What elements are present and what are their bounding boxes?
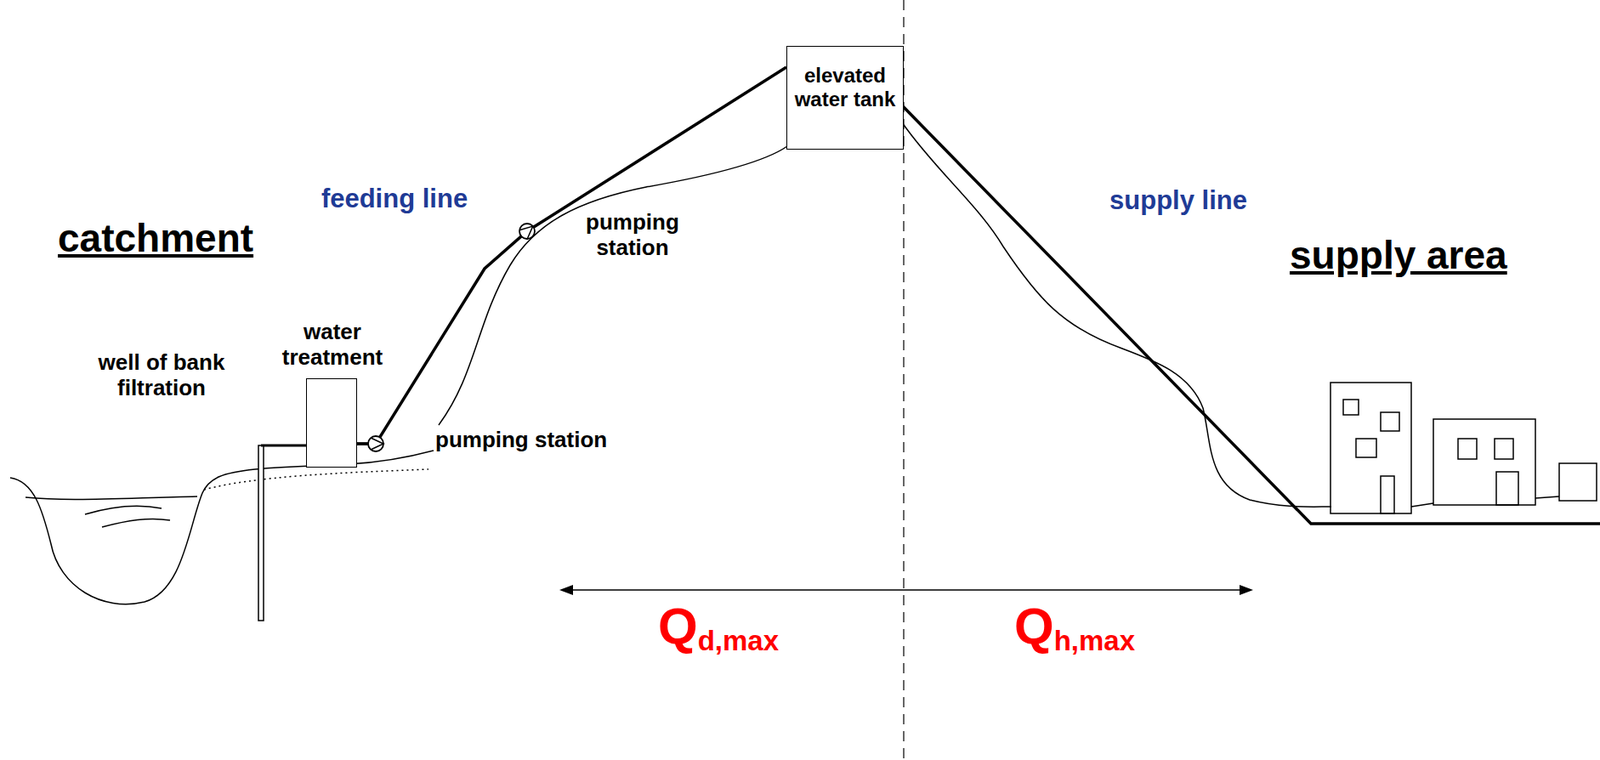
window bbox=[1494, 438, 1514, 460]
water-wave bbox=[102, 518, 171, 528]
house bbox=[1559, 463, 1597, 501]
house bbox=[1330, 382, 1412, 514]
arrow-head bbox=[559, 584, 574, 596]
tank-box: elevated water tank bbox=[786, 45, 904, 150]
door bbox=[1496, 471, 1519, 505]
door bbox=[1380, 476, 1395, 514]
window bbox=[1458, 438, 1477, 460]
river-bank bbox=[10, 450, 434, 605]
line-label: supply line bbox=[1109, 185, 1248, 216]
feeding-pipe bbox=[357, 67, 787, 444]
arrow-head bbox=[1239, 584, 1254, 596]
treatment-box: water treatment bbox=[306, 378, 358, 468]
window bbox=[1356, 438, 1377, 458]
flow-label: Qd,max bbox=[658, 596, 779, 658]
span-arrow bbox=[571, 589, 1242, 591]
area-title: supply area bbox=[1289, 232, 1508, 279]
well-riser bbox=[260, 444, 307, 448]
node-text: water treatment bbox=[272, 319, 392, 371]
area-title: catchment bbox=[57, 215, 254, 261]
node-text: elevated water tank bbox=[787, 46, 903, 111]
supply-pipe bbox=[902, 105, 1600, 524]
line-label: feeding line bbox=[321, 183, 468, 215]
pump-label: pumping station bbox=[573, 209, 693, 261]
terrain-line bbox=[902, 122, 1332, 507]
window bbox=[1343, 399, 1359, 415]
pump-symbol bbox=[519, 221, 538, 239]
groundwater-line bbox=[204, 469, 429, 490]
well-label: well of bank filtration bbox=[76, 350, 247, 402]
pump-label: pumping station bbox=[435, 427, 608, 454]
pump-symbol bbox=[368, 436, 384, 452]
well-pipe bbox=[258, 445, 264, 621]
water-wave bbox=[85, 505, 162, 515]
window bbox=[1380, 412, 1400, 432]
house bbox=[1433, 419, 1536, 505]
flow-label: Qh,max bbox=[1014, 596, 1135, 658]
terrain-line bbox=[438, 146, 788, 426]
water-surface bbox=[25, 496, 198, 500]
